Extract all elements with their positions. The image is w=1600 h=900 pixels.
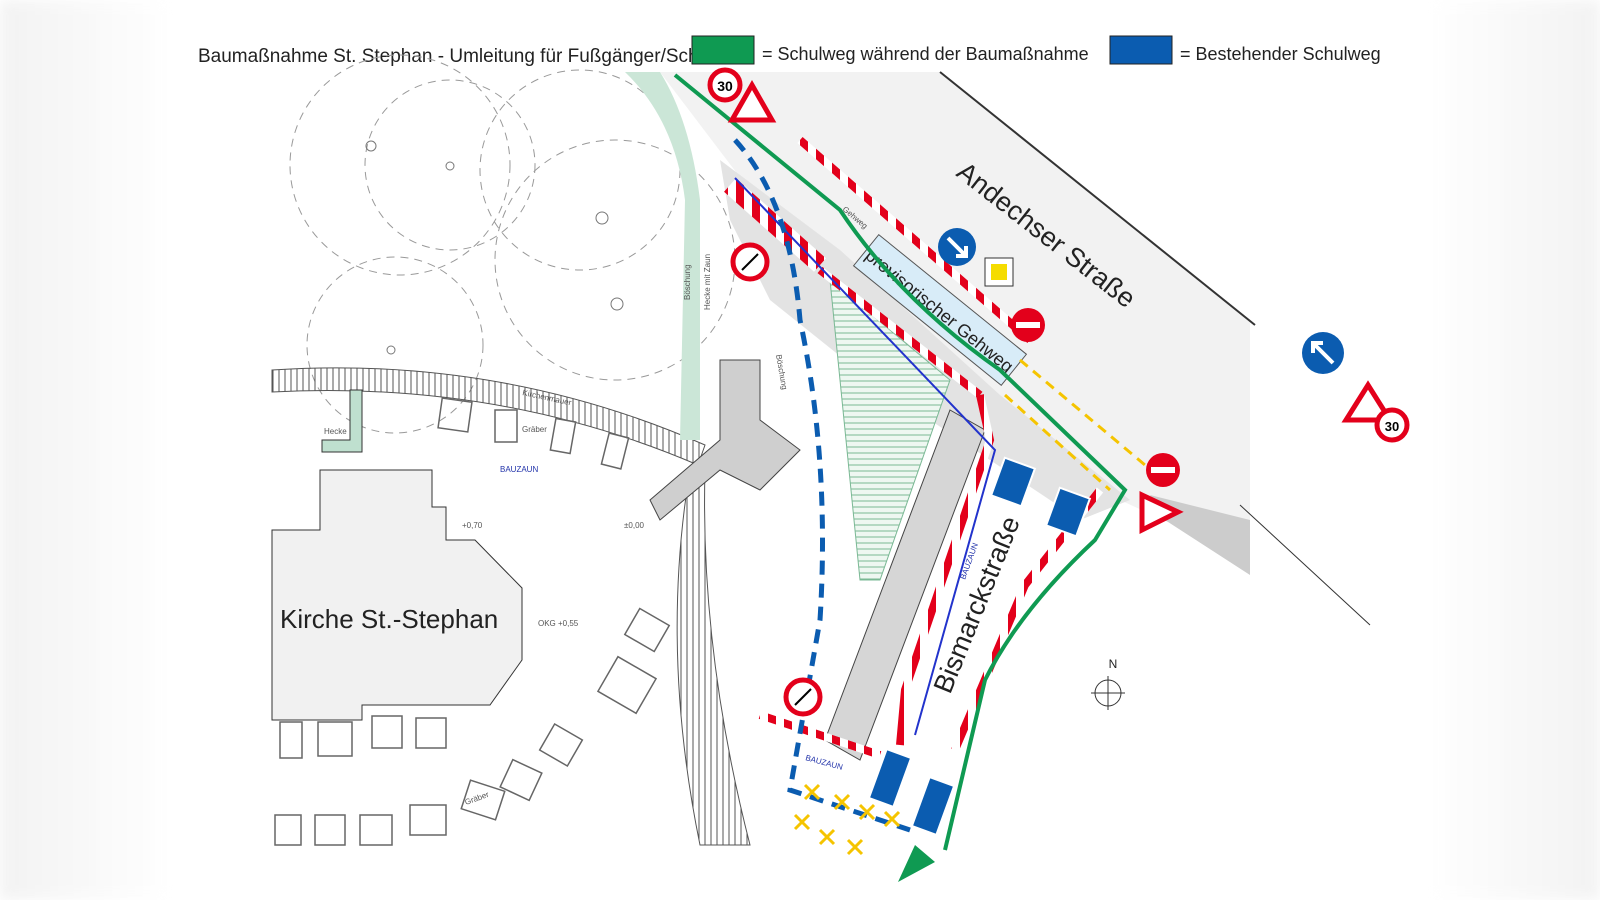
church-building: [271, 469, 523, 721]
mandatory-direction-sign-2: [1302, 332, 1344, 374]
blurred-background-right: [1430, 0, 1600, 900]
speed-limit-value-2: 30: [1385, 419, 1399, 434]
label-graves: Gräber: [522, 425, 547, 434]
label-hedge-fence: Hecke mit Zaun: [703, 254, 712, 310]
curb-line: [939, 71, 1256, 326]
north-arrow: N: [1091, 657, 1125, 710]
legend-swatch-green: [691, 35, 755, 65]
level-label-3: OKG +0,55: [538, 619, 579, 628]
level-label-1: +0,70: [462, 521, 483, 530]
label-slope: Böschung: [683, 264, 692, 300]
building-structure: [649, 359, 801, 521]
label-hedge: Hecke: [324, 427, 347, 436]
church-label: Kirche St.-Stephan: [280, 604, 498, 634]
warning-lines: [1003, 358, 1146, 492]
blurred-background-left: [0, 0, 170, 900]
legend-label-existing: = Bestehender Schulweg: [1180, 44, 1381, 64]
bismarck-median: [824, 409, 986, 761]
no-pedestrians-sign-2: [783, 677, 823, 717]
green-area: [829, 278, 951, 581]
hedge-strip: [625, 72, 700, 440]
tree-trunks: [365, 140, 624, 355]
mandatory-direction-sign: [938, 228, 976, 266]
legend-label-detour: = Schulweg während der Baumaßnahme: [762, 44, 1089, 64]
label-fence-3: BAUZAUN: [804, 753, 843, 772]
curb-line: [1239, 504, 1371, 626]
hedge: [321, 389, 363, 453]
route-arrowhead: [898, 845, 935, 882]
no-entry-sign-2: [1146, 453, 1180, 487]
fence-line: [734, 177, 997, 736]
roadworks-warning-sign: [727, 79, 777, 123]
yield-sign: [1139, 491, 1184, 535]
priority-road-sign: [984, 257, 1014, 287]
pedestrian-route-signs: [867, 456, 1092, 837]
label-graves-bottom: Gräber: [464, 790, 491, 807]
no-entry-sign: [1011, 308, 1045, 342]
graves: [274, 397, 671, 846]
sidewalk: [720, 160, 1130, 520]
church-wall: [271, 367, 706, 466]
label-slope-2: Böschung: [774, 354, 789, 391]
map-title: Baumaßnahme St. Stephan - Umleitung für …: [198, 46, 731, 67]
closed-area-crosses: [793, 783, 901, 856]
stairs: [676, 469, 751, 846]
label-fence: BAUZAUN: [500, 465, 538, 474]
speed-limit-sign-2: 30: [1341, 380, 1410, 443]
construction-barriers: [724, 136, 1104, 759]
legend-swatch-blue: [1109, 35, 1173, 65]
level-label-2: ±0,00: [624, 521, 645, 530]
no-pedestrians-sign: [730, 242, 770, 282]
speed-limit-value: 30: [717, 78, 733, 94]
existing-school-route: [733, 138, 911, 833]
detour-school-route: [673, 73, 1128, 851]
speed-limit-sign: 30: [707, 67, 743, 103]
north-label: N: [1109, 657, 1118, 671]
